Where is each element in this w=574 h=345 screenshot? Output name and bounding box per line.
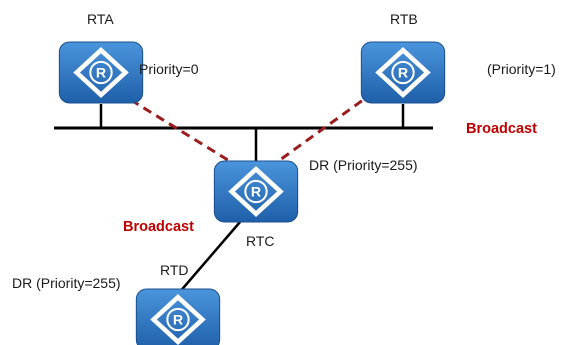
broadcast-label-top: Broadcast <box>466 121 537 137</box>
router-icon-rtb <box>361 42 444 103</box>
rtc-rtd-link <box>177 221 241 295</box>
rtd-name-label: RTD <box>160 262 189 278</box>
router-icon-rta <box>59 42 142 103</box>
rtc-dr-label: DR (Priority=255) <box>309 157 418 173</box>
broadcast-label-mid: Broadcast <box>123 219 194 235</box>
rtb-priority-label: (Priority=1) <box>487 61 556 77</box>
rta-name-label: RTA <box>87 11 114 27</box>
router-icon-rtc <box>214 161 297 222</box>
router-icon-rtd <box>136 289 219 345</box>
rtc-name-label: RTC <box>246 233 275 249</box>
rta-priority-label: Priority=0 <box>139 61 199 77</box>
rtb-name-label: RTB <box>390 11 418 27</box>
adjacency-rtb-rtc <box>265 90 375 172</box>
adjacency-rta-rtc <box>117 90 245 172</box>
rtd-dr-label: DR (Priority=255) <box>12 275 121 291</box>
